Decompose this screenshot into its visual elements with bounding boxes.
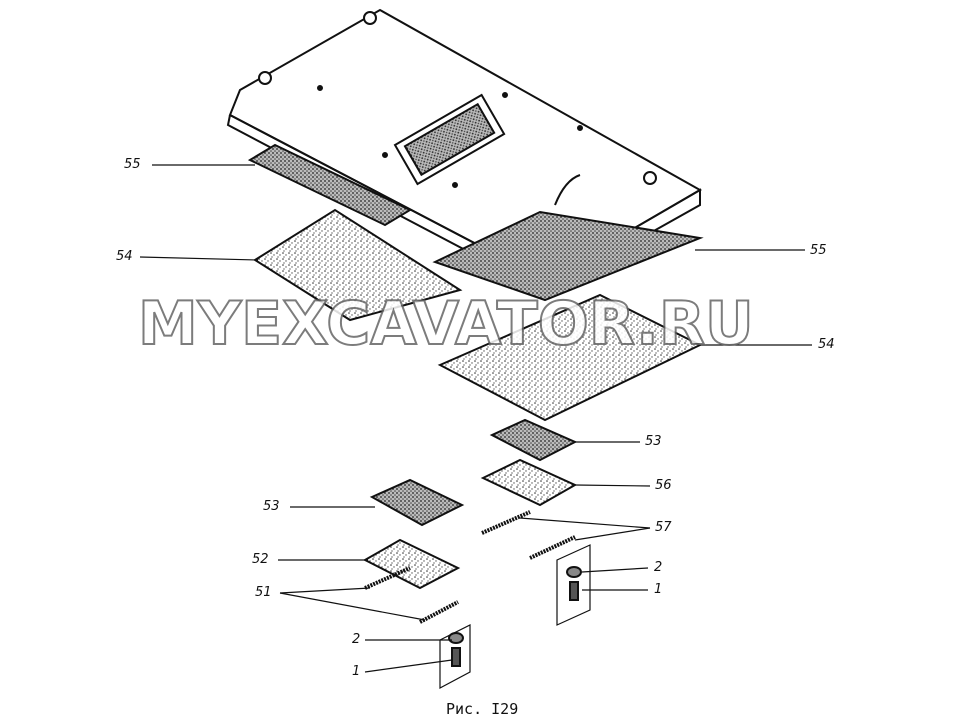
- callout-53-lower: 53: [263, 499, 280, 514]
- callout-57: 57: [655, 520, 672, 535]
- callout-54-left: 54: [116, 249, 133, 264]
- callout-1-right: 1: [654, 582, 663, 597]
- callout-54-right: 54: [818, 337, 835, 352]
- part-51-b: [419, 600, 459, 624]
- part-57-b: [529, 535, 576, 560]
- callout-56: 56: [655, 478, 672, 493]
- part-52: [362, 538, 461, 590]
- callout-52: 52: [252, 552, 269, 567]
- part-54-left: [253, 208, 463, 322]
- callout-1-left: 1: [352, 664, 361, 679]
- callout-2-right: 2: [654, 560, 663, 575]
- callout-55-left: 55: [124, 157, 141, 172]
- figure-caption: Рис. I29: [446, 700, 519, 718]
- part-57-a: [481, 510, 531, 535]
- watermark: MYEXCAVATOR.RU: [137, 289, 755, 359]
- part-56: [480, 458, 578, 507]
- leader-lines: [139, 164, 812, 673]
- callout-51: 51: [255, 585, 272, 600]
- part-55-left: [247, 143, 413, 227]
- roof-panel: [226, 8, 703, 294]
- part-55-right: [432, 210, 704, 302]
- callout-2-left: 2: [352, 632, 361, 647]
- callout-53-upper: 53: [645, 434, 662, 449]
- part-53-upper: [489, 418, 578, 462]
- part-51-a: [364, 566, 411, 590]
- part-53-lower: [369, 478, 465, 527]
- callout-55-right: 55: [810, 243, 827, 258]
